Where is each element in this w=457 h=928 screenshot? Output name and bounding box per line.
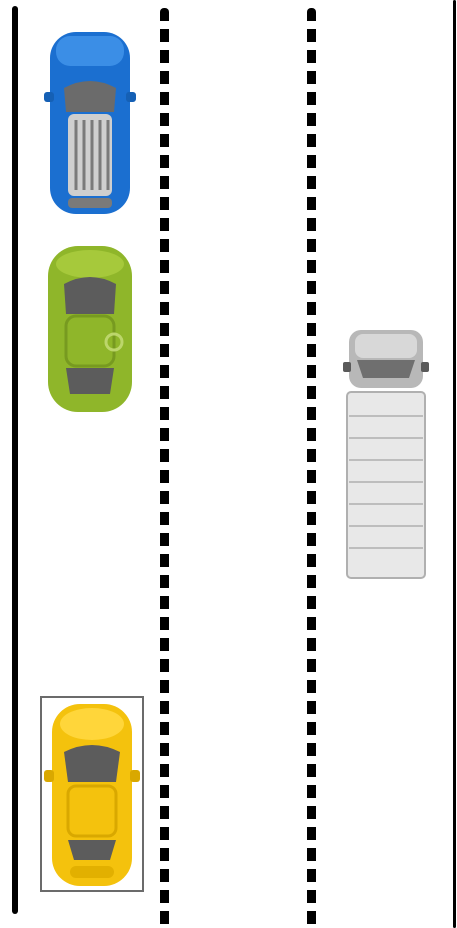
blue-car-icon bbox=[44, 28, 136, 218]
green-car-icon bbox=[44, 244, 136, 414]
green-car[interactable] bbox=[44, 244, 136, 414]
lane-divider-right bbox=[307, 8, 316, 928]
yellow-car-icon bbox=[40, 696, 144, 892]
lane-divider-left bbox=[160, 8, 169, 928]
blue-car[interactable] bbox=[44, 28, 136, 218]
yellow-car[interactable] bbox=[40, 696, 144, 892]
road-left-edge-line bbox=[12, 6, 18, 914]
road-right-edge-line bbox=[453, 0, 456, 928]
white-truck-icon bbox=[343, 326, 429, 580]
white-truck[interactable] bbox=[343, 326, 429, 580]
